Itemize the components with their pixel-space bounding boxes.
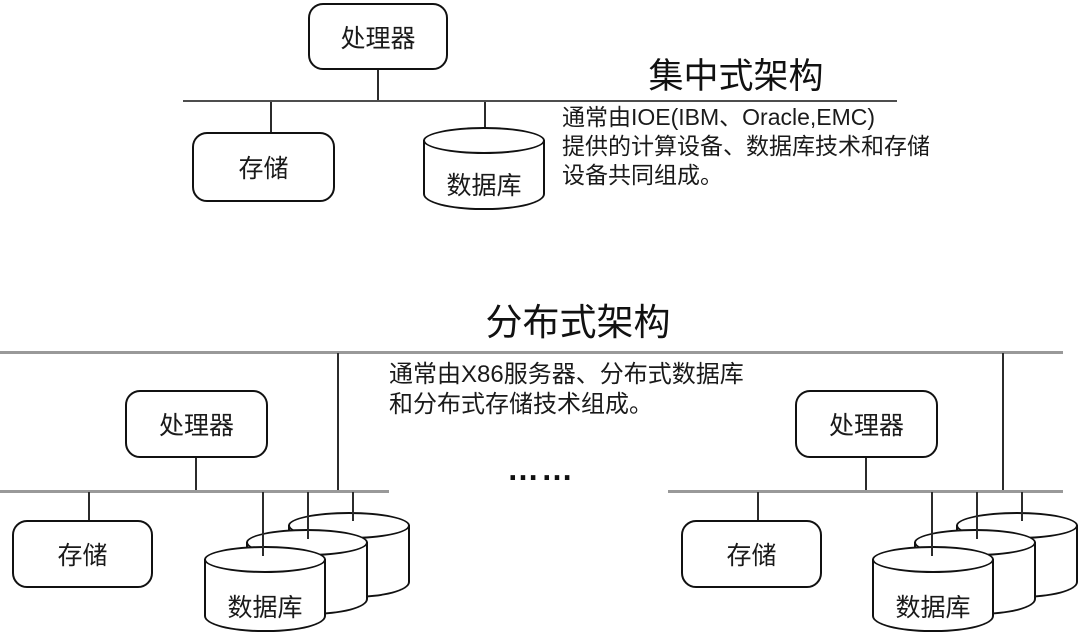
section-description-distributed: 通常由X86服务器、分布式数据库 和分布式存储技术组成。 [389, 360, 744, 420]
connector-line [195, 458, 197, 491]
connector-line [377, 70, 379, 101]
database-label: 数据库 [446, 172, 522, 200]
description-line: 设备共同组成。 [562, 162, 723, 188]
database-cylinder: 数据库 [872, 546, 994, 632]
connector-line [757, 492, 759, 520]
connector-line [1021, 492, 1023, 521]
processor-node: 处理器 [795, 390, 938, 458]
node-label: 处理器 [158, 412, 234, 440]
connector-line [484, 102, 486, 128]
storage-node: 存储 [192, 132, 335, 202]
connector-line [337, 353, 339, 491]
description-line: 提供的计算设备、数据库技术和存储 [562, 133, 930, 159]
connector-line [976, 492, 978, 539]
processor-node: 处理器 [308, 3, 448, 70]
sub-bus-line [668, 490, 1063, 493]
cylinder-top-ellipse [872, 546, 994, 573]
database-label: 数据库 [895, 594, 971, 622]
description-line: 和分布式存储技术组成。 [389, 391, 653, 418]
section-description-centralized: 通常由IOE(IBM、Oracle,EMC) 提供的计算设备、数据库技术和存储 … [562, 103, 930, 190]
processor-node: 处理器 [125, 390, 268, 458]
node-label: 存储 [238, 155, 289, 183]
ellipsis-text: …… [507, 451, 575, 487]
connector-line [307, 492, 309, 539]
main-bus-line [0, 351, 1063, 354]
connector-line [1002, 353, 1004, 491]
connector-line [88, 492, 90, 520]
connector-line [931, 492, 933, 556]
database-cylinder: 数据库 [423, 127, 545, 210]
section-title-distributed: 分布式架构 [485, 302, 671, 343]
bus-line [183, 100, 897, 102]
connector-line [270, 102, 272, 133]
description-line: 通常由X86服务器、分布式数据库 [389, 361, 744, 388]
node-label: 存储 [726, 542, 777, 570]
node-label: 处理器 [340, 24, 416, 53]
storage-node: 存储 [12, 520, 153, 588]
description-line: 通常由IOE(IBM、Oracle,EMC) [562, 104, 876, 130]
connector-line [352, 492, 354, 521]
node-label: 存储 [57, 542, 108, 570]
connector-line [865, 458, 867, 491]
storage-node: 存储 [681, 520, 822, 588]
sub-bus-line [0, 490, 389, 493]
cylinder-top-ellipse [204, 546, 326, 573]
database-cylinder: 数据库 [204, 546, 326, 632]
cylinder-body [204, 559, 326, 632]
node-label: 处理器 [828, 412, 904, 440]
section-title-centralized: 集中式架构 [648, 57, 824, 96]
cylinder-top-ellipse [423, 127, 545, 154]
connector-line [262, 492, 264, 556]
database-label: 数据库 [227, 594, 303, 622]
